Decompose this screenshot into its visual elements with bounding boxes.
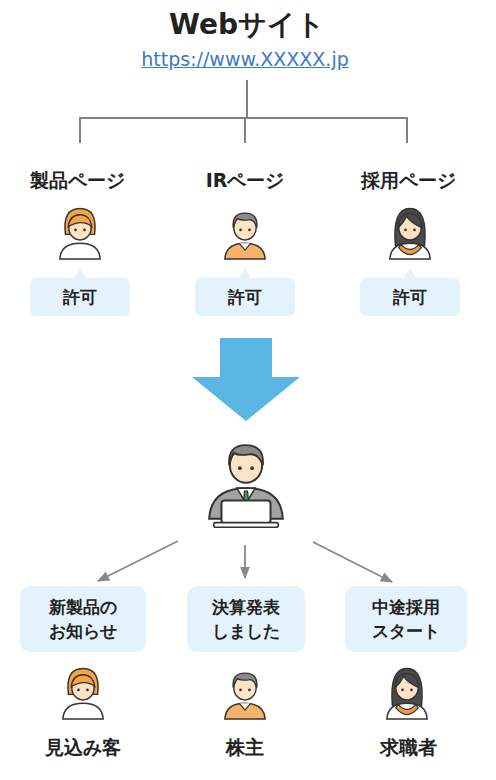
person-icon — [60, 209, 100, 259]
permission-box: 許可 — [195, 278, 295, 316]
tree-lines — [80, 80, 407, 143]
tree-trunk — [246, 80, 248, 118]
person-icon — [387, 669, 427, 719]
url-label: https://www.XXXXX.jp — [141, 48, 348, 70]
send-arrow — [313, 542, 392, 582]
audience-label: 株主 — [226, 735, 264, 761]
bubble-tail — [74, 268, 86, 278]
page-heading: 製品ページ — [30, 168, 125, 194]
person-laptop-icon — [209, 445, 283, 527]
box-text: 中途採用 スタート — [351, 595, 461, 643]
tree-drop — [79, 117, 81, 143]
person-icon — [63, 669, 103, 719]
page-heading: IRページ — [206, 168, 285, 194]
box-text: 決算発表 しました — [191, 595, 301, 643]
box-text: 許可 — [228, 285, 262, 309]
person-icon — [225, 213, 265, 259]
message-bubble: 決算発表 しました — [187, 586, 305, 652]
box-text: 許可 — [63, 285, 97, 309]
send-arrow — [98, 541, 178, 581]
bubble-tail — [239, 268, 251, 278]
box-text: 許可 — [393, 285, 427, 309]
message-bubble: 中途採用 スタート — [345, 586, 467, 652]
flow-arrow — [192, 338, 300, 421]
tree-branch — [80, 117, 407, 119]
bubble-tail — [404, 268, 416, 278]
permission-box: 許可 — [30, 278, 130, 316]
tree-drop — [406, 117, 408, 143]
box-text: 新製品の お知らせ — [28, 595, 138, 643]
send-arrow — [244, 545, 246, 578]
person-icon — [390, 209, 430, 259]
audience-label: 見込み客 — [45, 735, 121, 761]
diagram-title: Webサイト — [169, 6, 325, 44]
tree-drop — [244, 117, 246, 143]
audience-label: 求職者 — [380, 735, 437, 761]
page-heading: 採用ページ — [361, 168, 456, 194]
person-icon — [225, 673, 265, 719]
permission-box: 許可 — [360, 278, 460, 316]
message-bubble: 新製品の お知らせ — [20, 586, 146, 652]
